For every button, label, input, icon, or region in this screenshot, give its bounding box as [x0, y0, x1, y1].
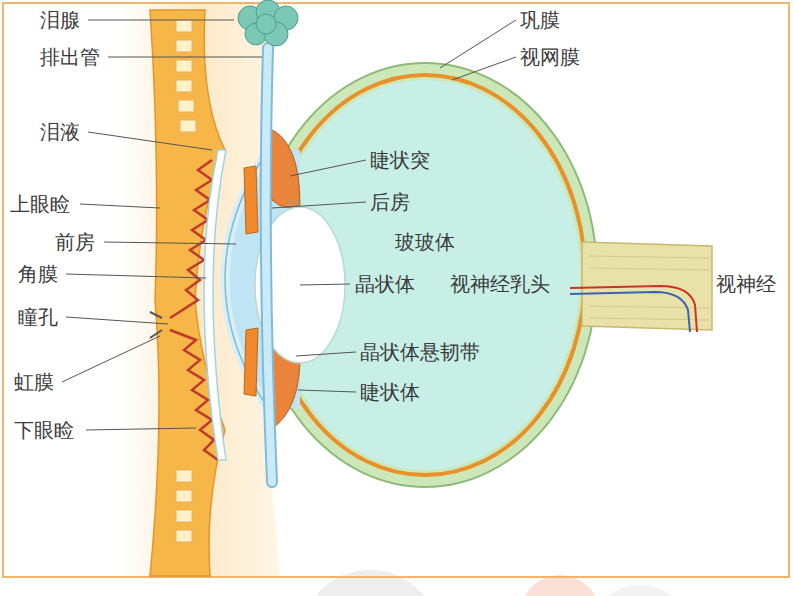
part-label: 排出管 [40, 45, 100, 69]
iris-upper [244, 166, 258, 234]
lacrimal-gland [238, 0, 298, 46]
part-label: 后房 [370, 190, 410, 214]
artery [570, 286, 697, 332]
part-label: 巩膜 [520, 8, 560, 32]
leader-lines [62, 20, 516, 430]
duct-outline [266, 48, 272, 482]
eyelid [150, 10, 225, 576]
part-label: 泪腺 [40, 8, 80, 32]
part-label: 角膜 [18, 262, 58, 286]
eyelid-blocks [176, 20, 196, 542]
part-label: 视神经 [716, 272, 776, 296]
part-label: 下眼睑 [14, 418, 74, 442]
part-label: 晶状体悬韧带 [360, 340, 480, 364]
part-label: 前房 [55, 230, 95, 254]
part-label: 上眼睑 [10, 192, 70, 216]
part-label: 睫状突 [370, 148, 430, 172]
part-label: 玻玻体 [395, 230, 455, 254]
part-label: 睫状体 [360, 380, 420, 404]
part-label: 视神经乳头 [450, 272, 550, 296]
decor-circle [585, 585, 695, 596]
frame [3, 3, 789, 577]
part-label: 虹膜 [14, 370, 54, 394]
decor-circle [520, 575, 600, 596]
vein [570, 292, 690, 332]
decor-circle [300, 570, 440, 596]
lashes [150, 312, 162, 338]
part-label: 晶状体 [355, 272, 415, 296]
iris-lower [244, 328, 258, 396]
part-label: 泪液 [40, 120, 80, 144]
drainage-duct [266, 48, 272, 482]
part-label: 瞳孔 [18, 305, 58, 329]
sclera [253, 63, 597, 487]
part-label: 视网膜 [520, 45, 580, 69]
